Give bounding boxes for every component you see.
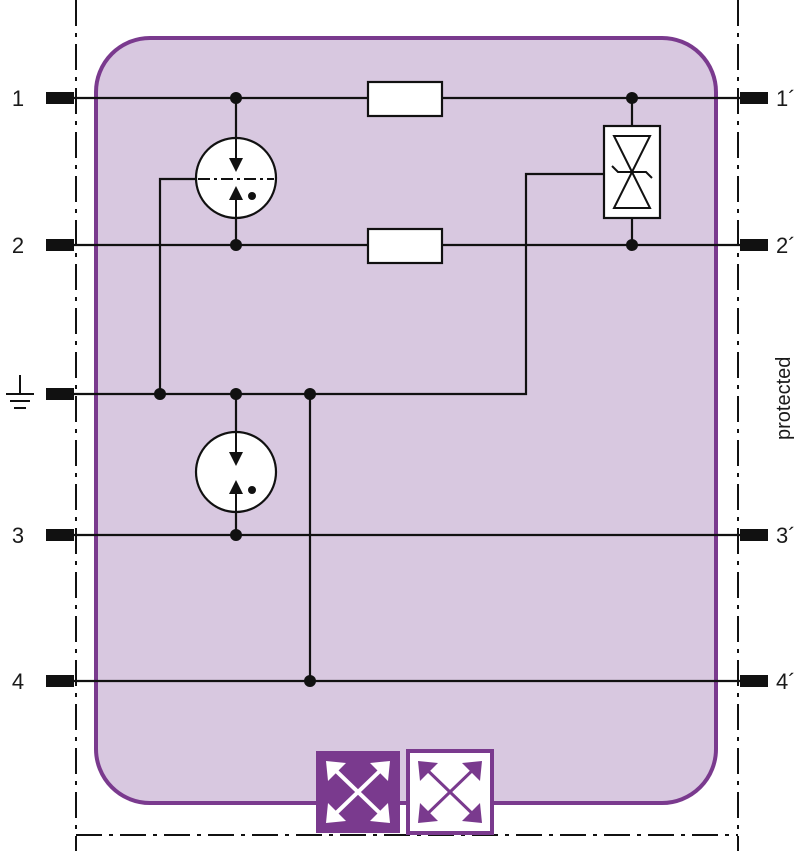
terminal-label-2: 2 xyxy=(12,233,24,258)
ground-to-tvs-wire xyxy=(312,172,604,396)
terminal-block xyxy=(46,675,74,687)
tvs-diode-icon xyxy=(602,124,662,220)
terminal-label-1-prime: 1´ xyxy=(776,86,796,111)
expand-arrows-icon xyxy=(406,749,494,835)
resistor-icon xyxy=(366,80,444,118)
terminal-label-2-prime: 2´ xyxy=(776,233,796,258)
terminal-block xyxy=(46,388,74,400)
terminal-block xyxy=(740,529,768,541)
left-terminals xyxy=(46,92,74,687)
gas-discharge-tube-icon xyxy=(194,136,278,220)
gas-discharge-tube-icon xyxy=(194,430,278,514)
terminal-label-3: 3 xyxy=(12,523,24,548)
gdt-1-ground-wire xyxy=(158,177,200,394)
terminal-block xyxy=(740,239,768,251)
terminal-block xyxy=(740,675,768,687)
terminal-block xyxy=(46,92,74,104)
terminal-label-3-prime: 3´ xyxy=(776,523,796,548)
expand-arrows-icon xyxy=(316,751,400,833)
protected-side-label: protected xyxy=(773,357,795,440)
terminal-block xyxy=(46,239,74,251)
terminal-label-4: 4 xyxy=(12,669,24,694)
terminal-label-4-prime: 4´ xyxy=(776,669,796,694)
right-terminals xyxy=(740,92,768,687)
terminal-block xyxy=(46,529,74,541)
terminal-label-1: 1 xyxy=(12,86,24,111)
ground-icon xyxy=(6,375,34,409)
terminal-block xyxy=(740,92,768,104)
junction-dots xyxy=(154,92,638,687)
resistor-icon xyxy=(366,227,444,265)
